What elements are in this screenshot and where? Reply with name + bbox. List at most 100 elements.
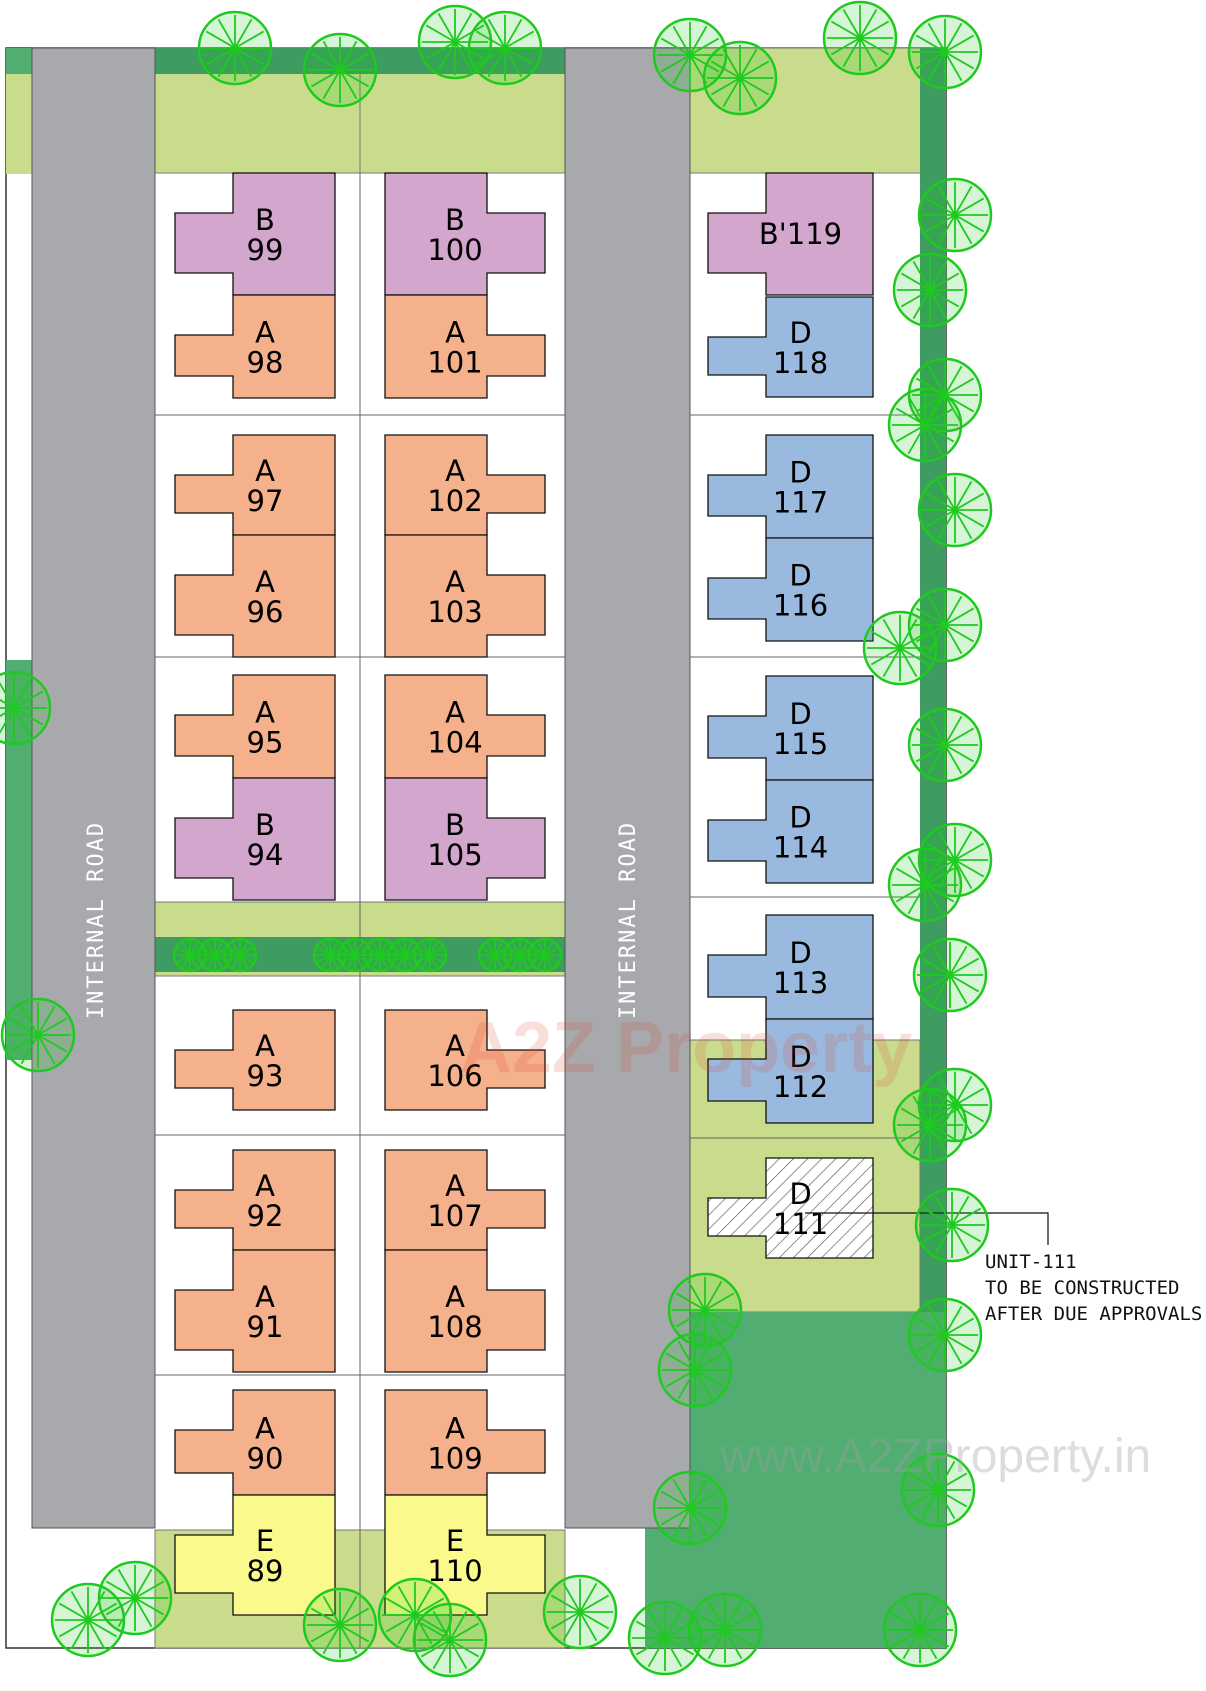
unit-type-label: A [255,1412,275,1446]
unit-95[interactable]: A95 [174,674,336,779]
unit-B119[interactable]: B'119 [707,172,874,296]
unit-footprint [174,777,336,901]
unit-number-label: 93 [247,1059,284,1093]
tree-icon [197,10,273,86]
unit-number-label: 113 [773,966,828,1000]
tree-icon [527,937,563,973]
unit-footprint [174,1249,336,1373]
tree-icon [467,10,543,86]
tree-icon [887,387,963,463]
unit-93[interactable]: A93 [174,1009,336,1111]
unit-number-label: 108 [427,1310,482,1344]
unit-type-label: A [255,1169,275,1203]
unit-number-label: 98 [247,346,284,380]
unit-number-label: 118 [773,346,828,380]
unit-type-label: A [445,1412,465,1446]
tree-icon [687,1592,763,1668]
unit-type-label: A [445,696,465,730]
unit-type-label: B [445,203,465,237]
unit-footprint [707,1018,874,1124]
tree-icon [97,1560,173,1636]
tree-icon [412,937,448,973]
note-line-2: TO BE CONSTRUCTED [985,1277,1179,1299]
unit-94[interactable]: B94 [174,777,336,901]
unit-footprint [384,534,546,658]
left-green-strip [6,660,32,1060]
unit-footprint [707,172,874,296]
tree-icon [50,1582,126,1658]
unit-footprint [384,777,546,901]
unit-footprint [384,1009,546,1111]
watermark-url: www.A2ZProperty.in [719,1430,1151,1483]
unit-footprint [384,294,546,399]
tree-icon [172,937,208,973]
tree-icon [917,472,993,548]
unit-footprint [707,537,874,642]
unit-footprint [707,779,874,884]
tree-icon [702,40,778,116]
tree-icon [907,707,983,783]
unit-type-label: E [256,1524,274,1558]
tree-icon [542,1574,618,1650]
tree-icon [0,997,76,1073]
unit-footprint [707,296,874,398]
left-neighbour-plots [6,48,32,1060]
unit-footprint [174,1009,336,1111]
unit-number-label: 115 [773,727,828,761]
tree-icon [907,14,983,90]
unit-number-label: 111 [773,1207,828,1241]
unit-number-label: 106 [427,1059,482,1093]
unit-type-label: D [789,936,811,970]
unit-number-label: 110 [427,1554,482,1588]
unit-90[interactable]: A90 [174,1389,336,1496]
unit-type-label: A [255,1280,275,1314]
unit-number-label: 109 [427,1442,482,1476]
unit-number-label: 90 [247,1442,284,1476]
unit-type-label: A [445,1029,465,1063]
tree-icon [222,937,258,973]
unit-number-label: B'119 [759,217,842,251]
unit-type-label: A [255,565,275,599]
units-layer: B99A98A97A96A95B94A93A92A91A90E89B100A10… [174,172,874,1616]
unit-footprint [174,294,336,399]
unit-91[interactable]: A91 [174,1249,336,1373]
unit-number-label: 114 [773,831,828,865]
unit-96[interactable]: A96 [174,534,336,658]
unit-type-label: D [789,316,811,350]
unit-type-label: A [255,1029,275,1063]
tree-icon [914,1187,990,1263]
unit-footprint [384,1249,546,1373]
unit-number-label: 112 [773,1070,828,1104]
internal-road-left [31,47,156,1529]
unit-number-label: 96 [247,595,284,629]
unit-type-label: A [255,696,275,730]
unit-number-label: 92 [247,1199,284,1233]
tree-icon [917,177,993,253]
tree-icon [387,937,423,973]
unit-number-label: 101 [427,346,482,380]
unit-number-label: 94 [247,838,284,872]
unit-number-label: 95 [247,726,284,760]
unit-type-label: B [255,808,275,842]
unit-98[interactable]: A98 [174,294,336,399]
trees-layer [0,0,993,1678]
unit-89[interactable]: E89 [174,1494,336,1616]
unit-number-label: 104 [427,726,482,760]
unit-number-label: 117 [773,486,828,520]
